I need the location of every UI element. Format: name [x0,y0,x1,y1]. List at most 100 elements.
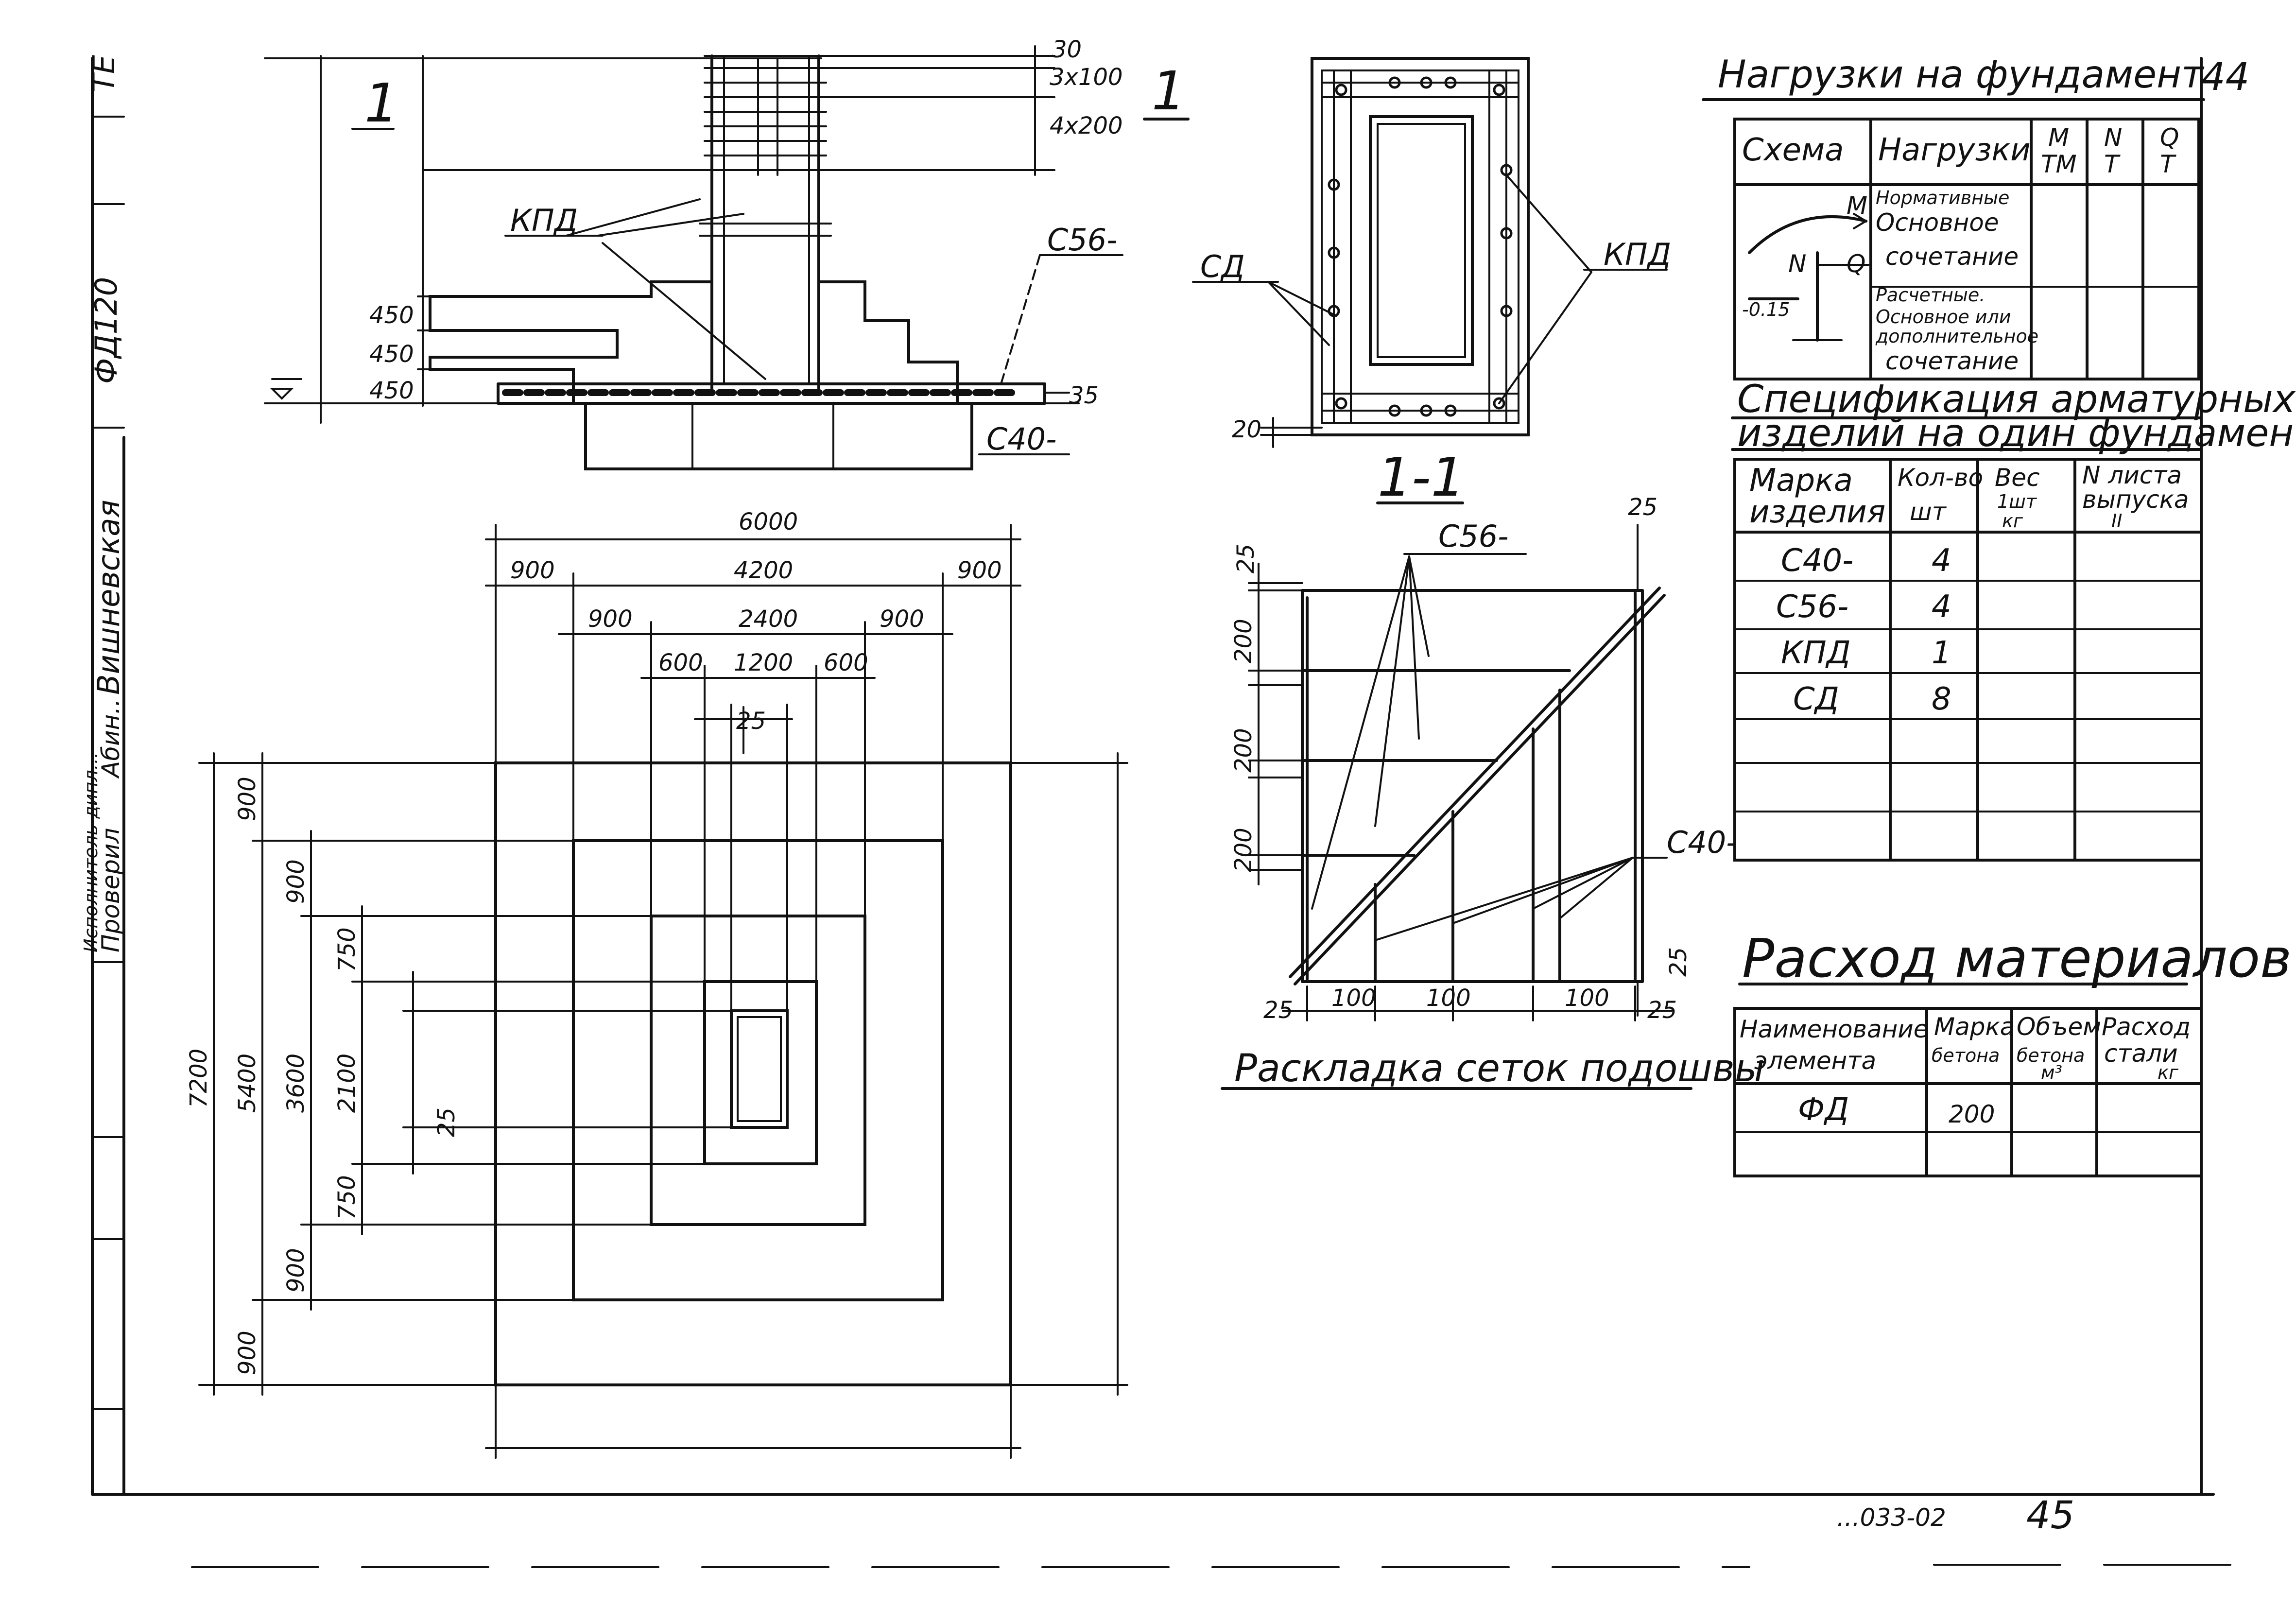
spec-row-qty-2: 4 [1932,589,1951,625]
spec-h-ii: II [2111,510,2122,532]
sheet-frame [91,57,2256,1568]
spec-row-qty-3: 1 [1932,635,1951,671]
loads-h-q: Q [2160,123,2179,152]
spec-row-mark-2: С56- [1776,589,1848,625]
mesh-dim-25-right: 25 [1665,947,1692,977]
dim-35: 35 [1069,382,1099,409]
spec-h-mark: Марка [1749,463,1853,499]
plan-dim-25-top: 25 [736,708,766,735]
title-block-executor: Исполнитель дипл... [80,752,102,952]
plan-dim-7200: 7200 [185,1049,212,1108]
plan-dim-900-l1: 900 [234,777,261,821]
mat-row-name: ФД [1798,1092,1849,1128]
mesh-dim-25-top-left: 25 [1232,544,1260,573]
dim-20: 20 [1232,416,1261,443]
plan-dim-3600: 3600 [282,1054,310,1113]
section-1-1-label: 1-1 [1378,446,1465,508]
spec-row-mark-4: СД [1793,681,1839,717]
scheme-q: Q [1847,250,1865,278]
sheet-number-top: 44 [2201,55,2249,99]
loads-h-scheme: Схема [1742,132,1844,168]
scheme-n: N [1788,250,1806,278]
plan-dim-5400: 5400 [234,1054,261,1113]
plan-dim-900-l3: 900 [282,859,310,904]
scheme-m: M [1847,191,1867,220]
plan-dim-25-left: 25 [433,1107,460,1137]
section-1-label-right: 1 [1152,60,1186,122]
mesh-dim-100-3: 100 [1565,985,1609,1012]
mat-h-grade: Марка [1934,1013,2015,1041]
mat-h-element: элемента [1754,1047,1876,1075]
plan-dim-2400: 2400 [739,605,798,633]
loads-r2-d: сочетание [1885,347,2019,375]
mesh-dim-25-b2: 25 [1647,997,1677,1024]
section-1-label: 1 [364,72,398,134]
mesh-dim-200-3: 200 [1230,828,1257,872]
loads-h-t2: Т [2160,150,2176,178]
plan-dim-900-a: 900 [510,557,555,584]
plan-dim-750-a: 750 [333,927,361,972]
loads-h-tm: ТМ [2041,150,2077,178]
dim-3x100: 3x100 [1050,64,1123,91]
sheet-code: ФД120 [88,277,124,384]
mesh-dim-100-2: 100 [1426,985,1471,1012]
spec-h-sheet: N листа [2082,461,2182,489]
dim-450-1: 450 [369,302,414,329]
loads-r1-a: Нормативные [1876,187,2009,208]
mat-h-concrete2: бетона [2017,1045,2085,1066]
spec-h-item: изделия [1749,494,1885,530]
spec-h-qty: Кол-во [1898,464,1983,492]
mat-h-m3: м³ [2041,1062,2062,1083]
footer-page: 45 [2026,1494,2074,1538]
scheme-level: -0.15 [1742,299,1790,320]
mat-h-name: Наименование [1740,1015,1929,1043]
callout-c56: С56- [1047,222,1118,258]
mat-h-volume: Объем [2017,1013,2101,1041]
loads-r2-b: Основное или [1876,306,2011,328]
title-block-person: Вишневская [91,500,126,695]
title-block-checker: Проверил [97,828,125,952]
dim-4x200: 4x200 [1050,112,1123,139]
mesh-c56-label: С56- [1438,518,1509,554]
mat-h-concrete: бетона [1932,1045,2000,1066]
loads-h-n: N [2104,123,2122,152]
loads-r1-c: сочетание [1885,242,2019,271]
plan-dim-6000: 6000 [739,508,798,536]
title-block-sign: Абин.. [97,699,125,779]
spec-h-kg: кг [2002,510,2023,532]
footer-code: ...033-02 [1837,1503,1946,1532]
materials-table [1733,983,2203,1177]
dim-30: 30 [1052,36,1082,63]
spec-h-weight: Вес [1995,464,2040,492]
section-1-elevation [264,45,1190,470]
mesh-dim-25-top-right: 25 [1628,494,1657,521]
spec-row-mark-1: С40- [1781,543,1853,579]
loads-h-m: M [2048,123,2069,152]
plan-dim-4200: 4200 [734,557,793,584]
loads-r2-c: дополнительное [1875,326,2038,347]
loads-r1-b: Основное [1876,208,1999,237]
foundation-plan [198,524,1128,1459]
spec-table [1731,416,2203,862]
mesh-layout-title: Раскладка сеток подошвы [1234,1047,1764,1090]
mesh-dim-25-b1: 25 [1263,997,1293,1024]
callout-kpd-right: КПД [1604,237,1671,272]
plan-dim-900-c: 900 [588,605,633,633]
plan-dim-1200: 1200 [734,649,793,676]
mat-h-consumption: Расход [2102,1013,2191,1041]
mat-row-grade: 200 [1949,1100,1995,1128]
plan-dim-750-b: 750 [333,1175,361,1220]
mat-h-steel: стали [2104,1039,2178,1068]
mesh-dim-200-1: 200 [1230,619,1257,663]
plan-dim-2100: 2100 [333,1054,361,1113]
column-cross-section [1192,57,1668,504]
plan-dim-900-b: 900 [957,557,1002,584]
dim-450-3: 450 [369,377,414,404]
spec-row-qty-4: 8 [1932,681,1951,717]
spec-h-pcs: шт [1910,498,1947,526]
mesh-dim-100-1: 100 [1331,985,1376,1012]
mesh-dim-200-2: 200 [1230,728,1257,773]
spec-h-issue: выпуска [2082,485,2189,514]
spec-row-qty-1: 4 [1932,543,1951,579]
plan-dim-600-b: 600 [824,649,868,676]
